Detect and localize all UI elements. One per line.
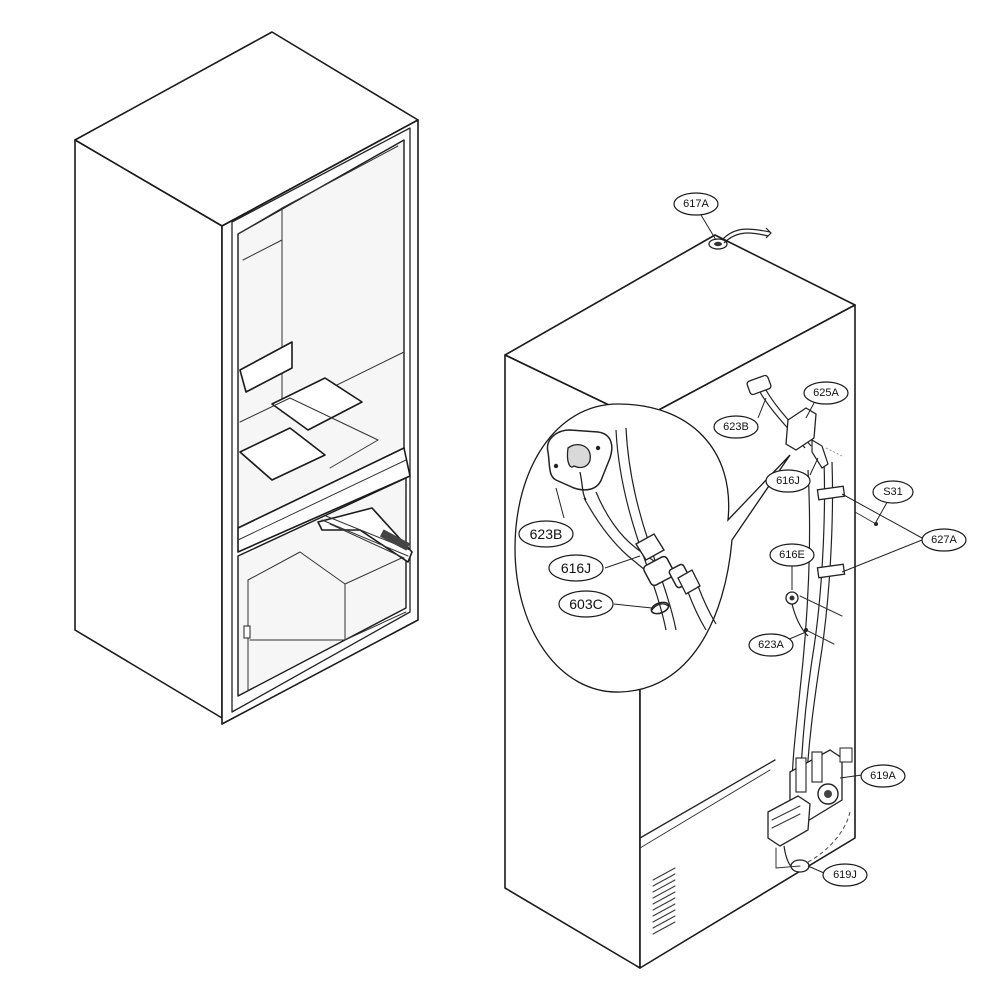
detail-bracket-623B xyxy=(546,429,613,501)
compartment-floor-cover xyxy=(239,341,293,393)
callout-616J-detail-text: 616J xyxy=(561,560,591,576)
detail-bubble xyxy=(514,403,791,693)
callout-623B-main-text: 623B xyxy=(723,421,749,433)
callout-627A-text: 627A xyxy=(931,534,957,546)
fitting-616E xyxy=(785,591,843,637)
front-cabinet xyxy=(74,31,419,725)
callout-616J-main-text: 616J xyxy=(776,475,800,487)
callout-616J-detail: 616J xyxy=(548,554,604,582)
clamp-627A-lower xyxy=(816,563,846,579)
callout-603C-detail: 603C xyxy=(558,590,614,618)
valve-625A xyxy=(785,407,843,469)
callout-S31: S31 xyxy=(872,480,914,504)
callout-616E: 616E xyxy=(769,543,815,567)
callout-625A-text: 625A xyxy=(813,387,839,399)
callout-627A: 627A xyxy=(921,528,967,552)
drawer-slide-rail xyxy=(317,507,413,563)
inlet-619J xyxy=(775,811,851,873)
callout-603C-detail-text: 603C xyxy=(569,596,602,612)
callout-619J: 619J xyxy=(822,863,868,887)
water-valve-619A xyxy=(767,747,853,847)
callout-616J-main: 616J xyxy=(765,469,811,493)
clamp-627A-upper xyxy=(816,485,846,501)
callout-619A-text: 619A xyxy=(870,770,896,782)
detail-clip-603C xyxy=(650,601,670,615)
callout-623B-detail-text: 623B xyxy=(530,526,563,542)
top-grommet-617A xyxy=(708,227,772,250)
callout-617A-text: 617A xyxy=(683,198,709,210)
callout-625A: 625A xyxy=(803,381,849,405)
callout-617A: 617A xyxy=(673,192,719,216)
compartment-divider xyxy=(237,447,411,553)
callout-619J-text: 619J xyxy=(833,869,857,881)
callout-616E-text: 616E xyxy=(779,549,805,561)
callout-619A: 619A xyxy=(860,764,906,788)
detail-fitting-616J xyxy=(635,533,717,631)
callout-S31-text: S31 xyxy=(883,486,903,498)
callout-623B-main: 623B xyxy=(713,415,759,439)
water-line-hose xyxy=(791,459,834,793)
callout-623A-text: 623A xyxy=(758,639,784,651)
vent-grille xyxy=(652,867,676,935)
callout-623A: 623A xyxy=(748,633,794,657)
callout-623B-detail: 623B xyxy=(518,520,574,548)
front-cabinet-left-side xyxy=(74,139,223,719)
